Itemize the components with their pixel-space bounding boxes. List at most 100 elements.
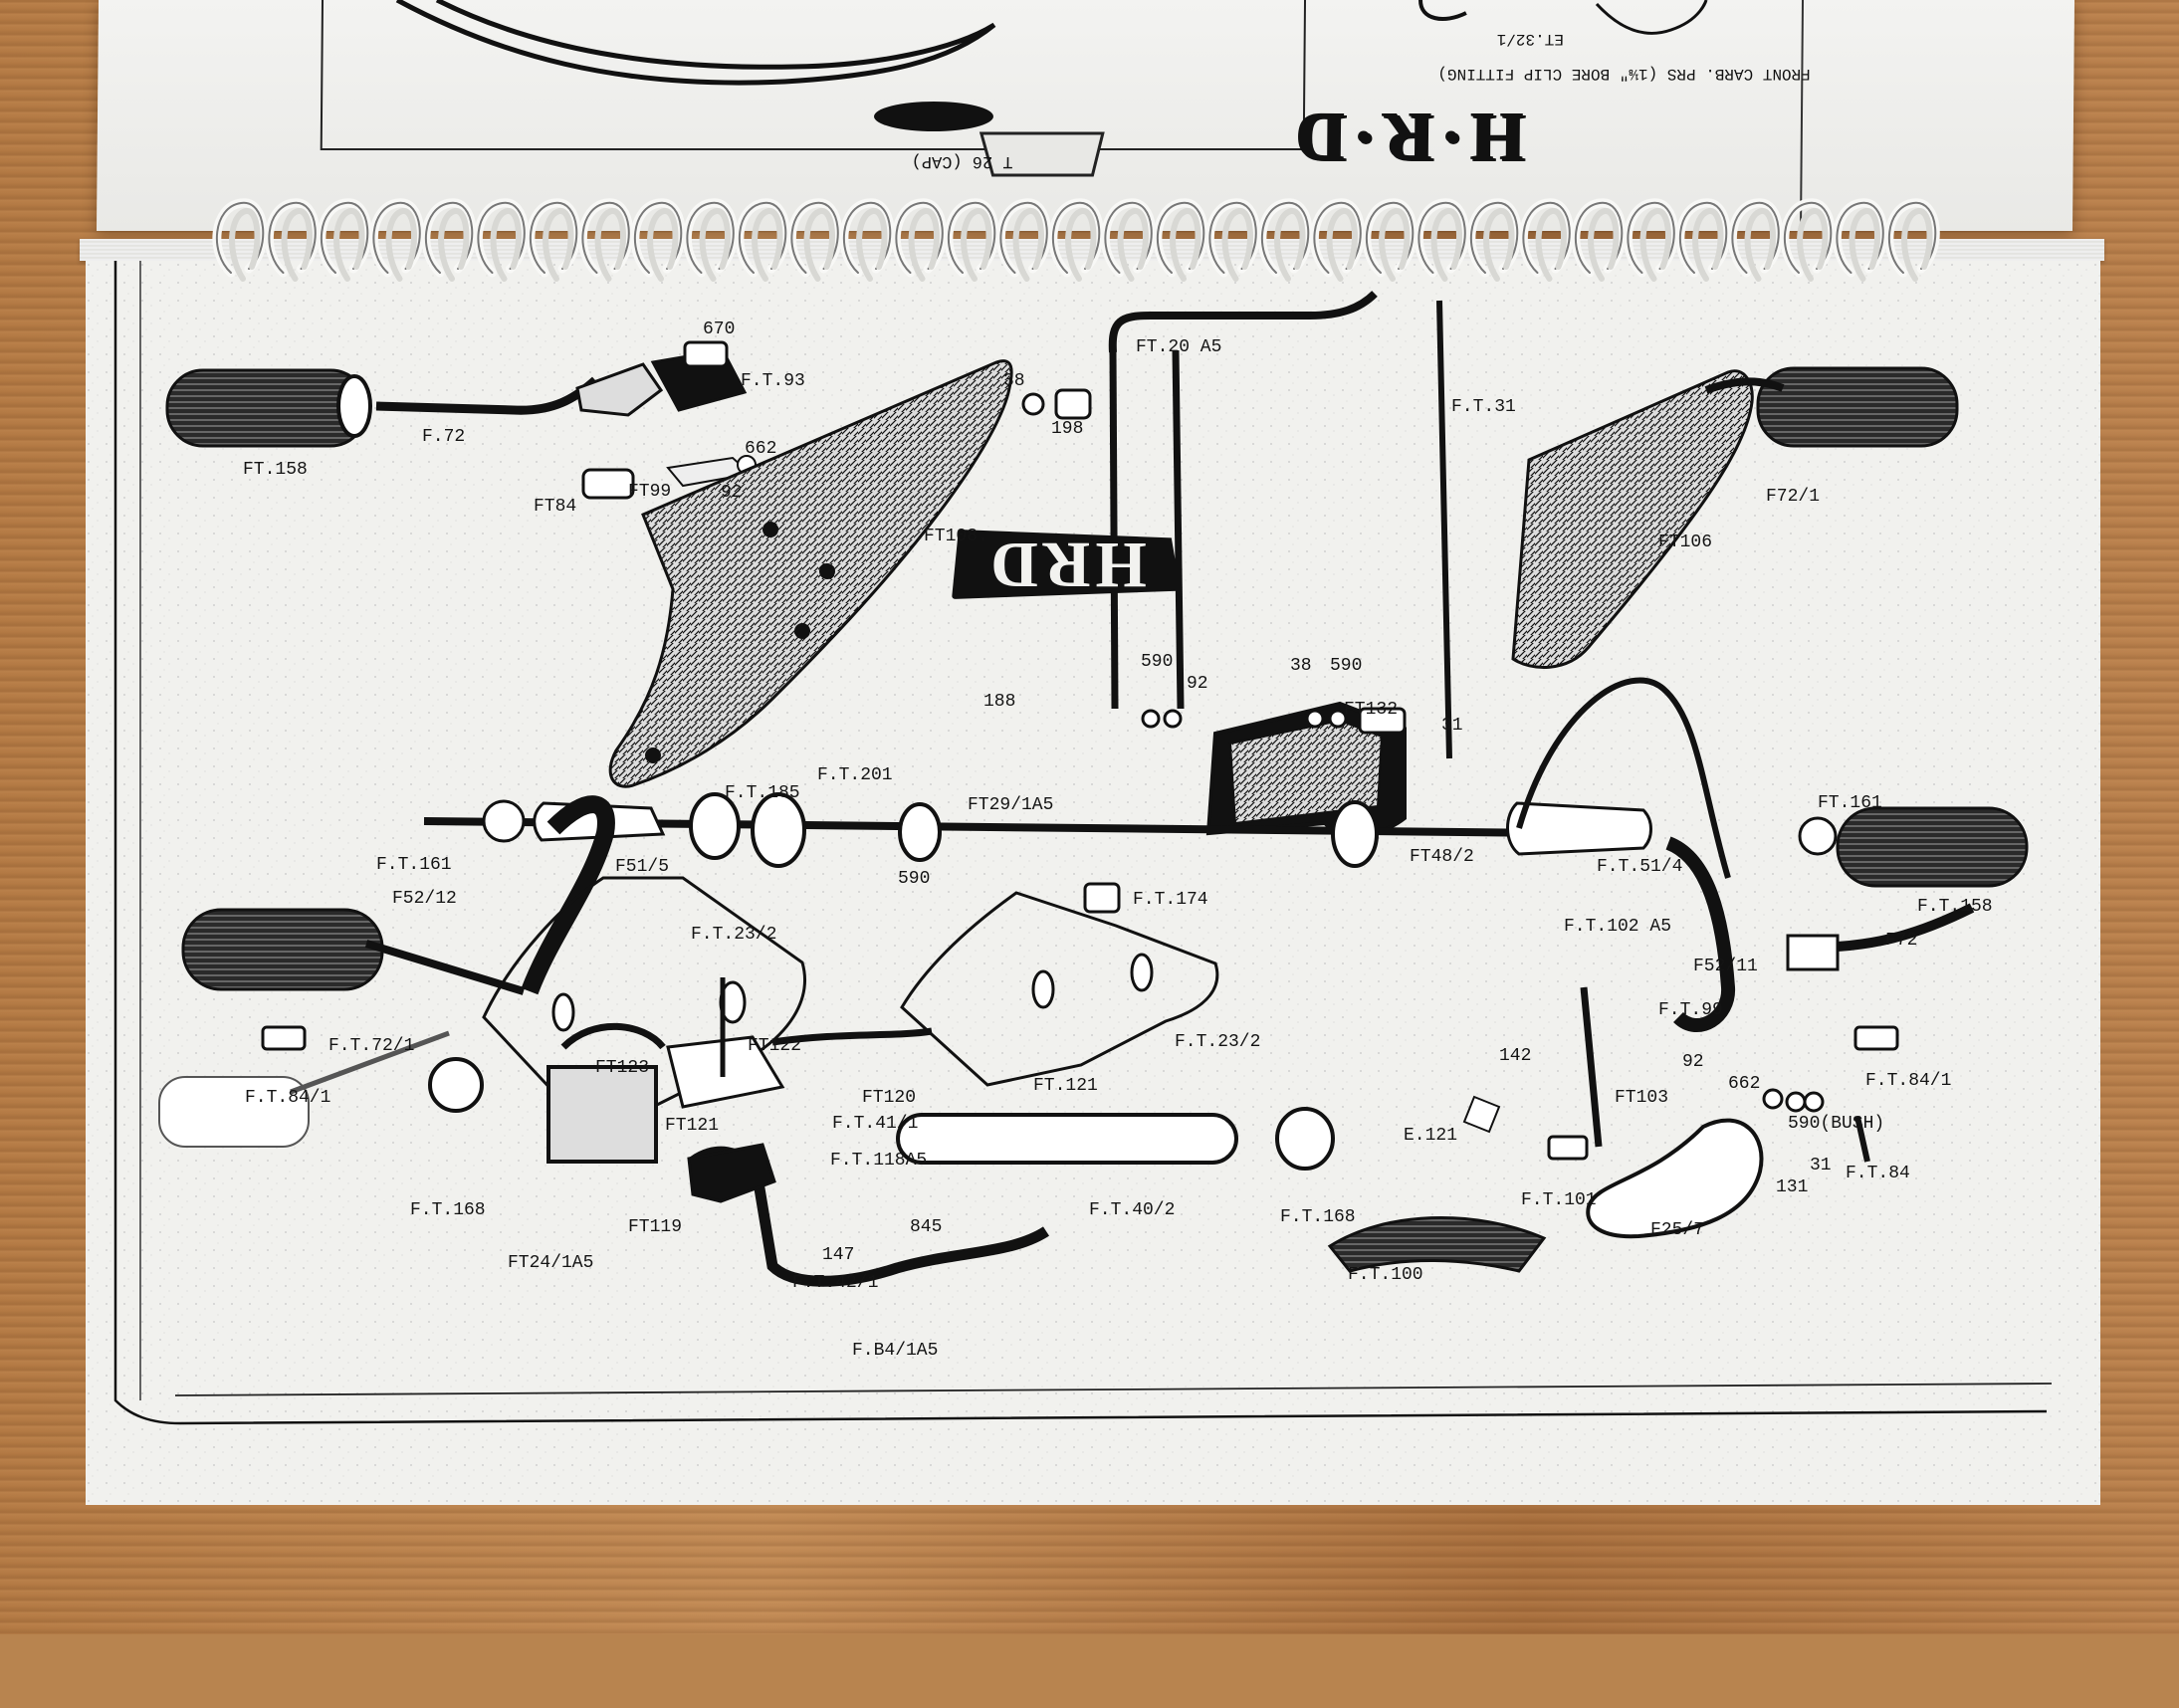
label-188: 188	[983, 692, 1016, 712]
tank-outline	[395, 0, 996, 86]
binding-ring	[891, 198, 948, 282]
label-845: 845	[910, 1217, 943, 1237]
binding-ring	[995, 198, 1052, 282]
label-ft42-1: F.T.42/1	[792, 1273, 879, 1293]
label-662-right: 662	[1728, 1074, 1761, 1094]
binding-ring	[1100, 198, 1157, 282]
label-ft23-2-left: F.T.23/2	[691, 925, 777, 945]
label-fb4-1a5: F.B4/1A5	[852, 1341, 939, 1361]
binding-ring	[212, 198, 268, 282]
label-142: 142	[1499, 1046, 1532, 1066]
label-131: 131	[1776, 1177, 1809, 1197]
upper-page-border	[320, 0, 1307, 150]
label-ft40-2: F.T.40/2	[1089, 1200, 1176, 1220]
nut-ft168-right	[1275, 1107, 1335, 1171]
binding-ring	[317, 198, 372, 282]
label-ft122: FT122	[748, 1036, 802, 1056]
nut-ft161-right	[1798, 816, 1838, 856]
upper-page-diagram	[320, 0, 1805, 231]
bush-ft174	[1083, 882, 1121, 914]
label-ft121-left: FT121	[665, 1116, 720, 1136]
label-ft101: F.T.101	[1521, 1190, 1597, 1210]
label-ft93: F.T.93	[741, 371, 805, 391]
footrest-bracket-f72	[1786, 934, 1840, 971]
label-f72-right: F72	[1885, 931, 1918, 951]
label-ft31: F.T.31	[1451, 397, 1516, 417]
label-ft51-4: F.T.51/4	[1597, 857, 1683, 877]
binding-ring	[368, 198, 425, 282]
label-ft123: FT123	[595, 1058, 650, 1078]
binding-ring	[1832, 198, 1888, 282]
battery-strap-left	[1109, 349, 1119, 710]
label-590-b: 590	[1330, 656, 1363, 676]
lever-f25-7	[1586, 1118, 1764, 1239]
plate-hole-2	[819, 563, 835, 579]
top-left-footrest-group	[165, 340, 757, 500]
caption-rule	[174, 1383, 2053, 1396]
label-ft84-1-right: F.T.84/1	[1865, 1071, 1952, 1091]
et32-label: ET.32/1	[1496, 30, 1564, 48]
spiral-binding	[212, 198, 1940, 282]
bush-590	[1762, 1088, 1784, 1110]
fuel-cap-top	[873, 102, 993, 131]
washer-ft185	[689, 792, 741, 860]
binding-ring	[1048, 198, 1104, 282]
diagram-caption: FRONT ENGINE PLATES & FRONT STAND WITH F…	[602, 1678, 1664, 1707]
spring-ft119	[560, 1022, 666, 1050]
lower-left-footrest-rubber	[181, 908, 384, 991]
binding-ring	[944, 198, 999, 282]
left-footrest-end	[336, 374, 372, 438]
binding-ring	[1362, 198, 1417, 282]
label-e121: E.121	[1404, 1126, 1458, 1146]
label-f52-11: F52/11	[1693, 957, 1758, 976]
binding-ring	[1257, 198, 1313, 282]
binding-ring	[1675, 198, 1731, 282]
upper-brand-logo: H·R·D	[1289, 100, 1527, 176]
binding-rings	[212, 198, 1940, 282]
bolt-ft84-1-right	[1853, 1025, 1899, 1051]
binding-ring	[473, 198, 530, 282]
label-590-bush: 590(BUSH)	[1788, 1114, 1885, 1134]
upper-manual-page: H·R·D T 26 (CAP) FRONT CARB. PRS (1⅛" BO…	[96, 0, 2075, 231]
plate-ft23-right-hole-2	[1130, 953, 1154, 992]
plate-hole-4	[645, 747, 661, 763]
binding-ring	[1153, 198, 1208, 282]
front-stand-right-group	[896, 882, 1547, 1273]
plate-hole-1	[763, 522, 778, 537]
binding-ring	[421, 198, 477, 282]
label-590-c: 590	[898, 869, 931, 889]
nut-ft168-left	[428, 1057, 484, 1113]
label-ft84-top: FT84	[534, 497, 577, 517]
plate-ft108	[608, 359, 1013, 788]
label-662: 662	[745, 439, 777, 459]
plate-ft23-hole-1	[551, 992, 575, 1032]
label-ft106: FT106	[1658, 533, 1713, 552]
carb-label: FRONT CARB. PRS (1⅛" BORE CLIP FITTING)	[1437, 65, 1811, 83]
label-ft99-top: FT99	[628, 482, 672, 502]
label-ft20a5: FT.20 A5	[1136, 337, 1222, 357]
label-92-right: 92	[1682, 1052, 1704, 1072]
label-ft100: F.T.100	[1348, 1265, 1423, 1285]
pedal-rubber-ft100	[1327, 1215, 1547, 1273]
washer-590-a	[1141, 709, 1161, 729]
label-ft118a5: F.T.118A5	[830, 1151, 928, 1171]
left-footrest-bracket	[575, 362, 664, 417]
washer-590-b	[1328, 709, 1348, 729]
left-footrest-rubber	[165, 368, 368, 448]
label-ft99-right: F.T.99	[1658, 1000, 1723, 1020]
label-ft121-mid: FT.121	[1033, 1076, 1098, 1096]
washer-38	[1021, 392, 1045, 416]
bolt-ft84-right	[1854, 1116, 1870, 1163]
label-ft168-left: F.T.168	[410, 1200, 486, 1220]
label-ft158-top: FT.158	[243, 460, 308, 480]
engine-plate-top-left-group	[608, 359, 1092, 788]
binding-ring	[1884, 198, 1940, 282]
label-ft120: FT120	[862, 1088, 917, 1108]
label-ft158-right: F.T.158	[1917, 897, 1993, 917]
cap-base	[979, 131, 1105, 177]
label-92-top: 92	[721, 483, 743, 503]
label-ft72-1: F.T.72/1	[328, 1036, 415, 1056]
page-number: MO21	[2055, 1664, 2123, 1691]
front-stand-left-group	[482, 876, 1050, 1287]
binding-ring	[1727, 198, 1784, 282]
